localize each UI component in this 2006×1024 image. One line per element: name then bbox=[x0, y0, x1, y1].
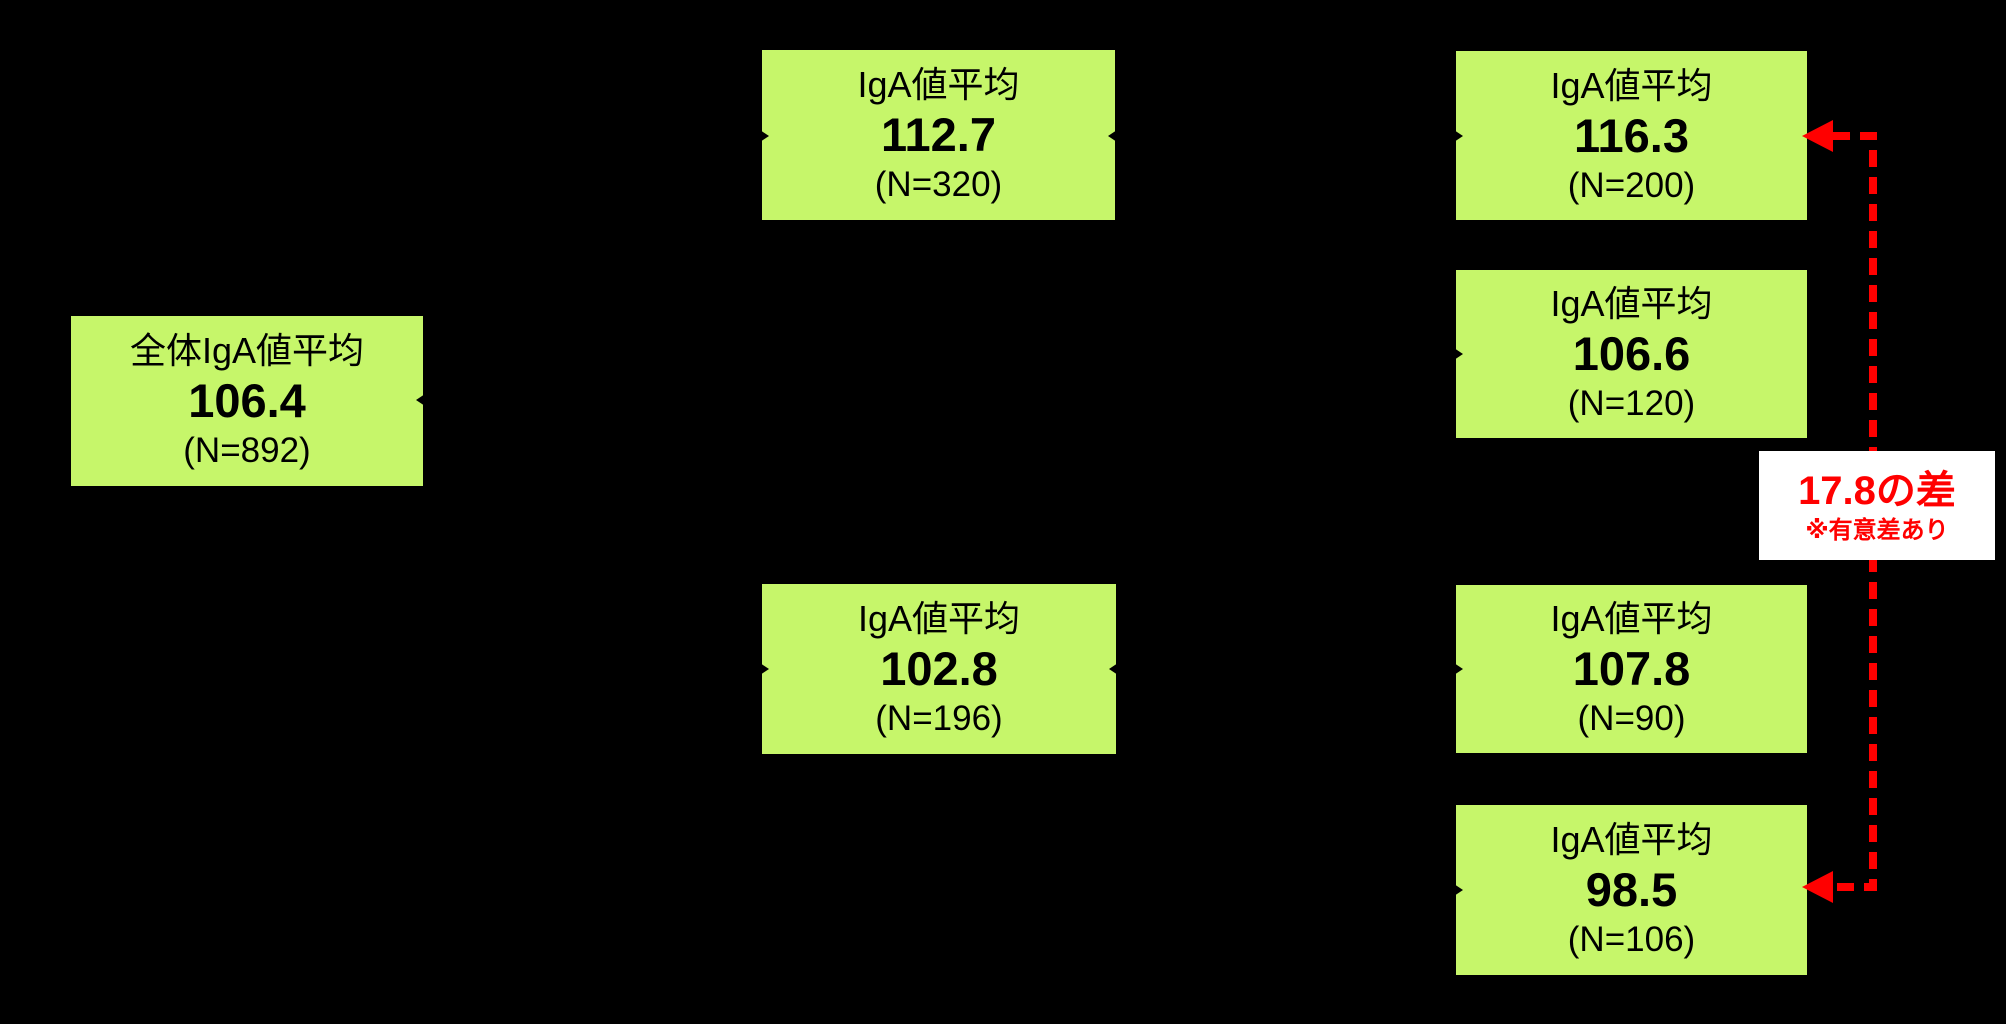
node-sample-size: (N=90) bbox=[1577, 699, 1686, 738]
difference-label: 17.8の差 bbox=[1798, 468, 1956, 513]
node-title: 全体IgA値平均 bbox=[129, 330, 365, 371]
node-value: 102.8 bbox=[880, 642, 998, 695]
node-right-1: IgA値平均 116.3 (N=200) bbox=[1456, 51, 1807, 220]
node-sample-size: (N=200) bbox=[1567, 165, 1696, 205]
node-mid-top: IgA値平均 112.7 (N=320) bbox=[762, 50, 1115, 220]
significance-note: ※有意差あり bbox=[1805, 516, 1949, 544]
node-title: IgA値平均 bbox=[857, 598, 1021, 639]
node-overall-average: 全体IgA値平均 106.4 (N=892) bbox=[71, 316, 423, 486]
node-value: 112.7 bbox=[880, 108, 997, 161]
node-sample-size: (N=120) bbox=[1567, 384, 1696, 423]
node-value: 116.3 bbox=[1573, 108, 1690, 162]
node-value: 106.6 bbox=[1572, 327, 1691, 380]
node-value: 107.8 bbox=[1572, 642, 1691, 695]
node-sample-size: (N=106) bbox=[1567, 920, 1696, 959]
node-sample-size: (N=320) bbox=[874, 165, 1003, 204]
node-title: IgA値平均 bbox=[1550, 819, 1713, 860]
significance-annotation: 17.8の差 ※有意差あり bbox=[1759, 451, 1995, 560]
node-sample-size: (N=196) bbox=[875, 699, 1003, 738]
node-right-3: IgA値平均 107.8 (N=90) bbox=[1456, 585, 1807, 753]
node-title: IgA値平均 bbox=[1550, 64, 1713, 106]
node-right-4: IgA値平均 98.5 (N=106) bbox=[1456, 805, 1807, 975]
black-connector-arrowheads bbox=[416, 126, 1463, 900]
node-value: 98.5 bbox=[1585, 863, 1678, 916]
node-mid-bottom: IgA値平均 102.8 (N=196) bbox=[762, 584, 1116, 754]
node-sample-size: (N=892) bbox=[183, 431, 311, 470]
node-right-2: IgA値平均 106.6 (N=120) bbox=[1456, 270, 1807, 438]
node-title: IgA値平均 bbox=[1550, 598, 1713, 639]
node-value: 106.4 bbox=[188, 374, 306, 427]
node-title: IgA値平均 bbox=[857, 64, 1020, 105]
node-title: IgA値平均 bbox=[1550, 283, 1713, 324]
